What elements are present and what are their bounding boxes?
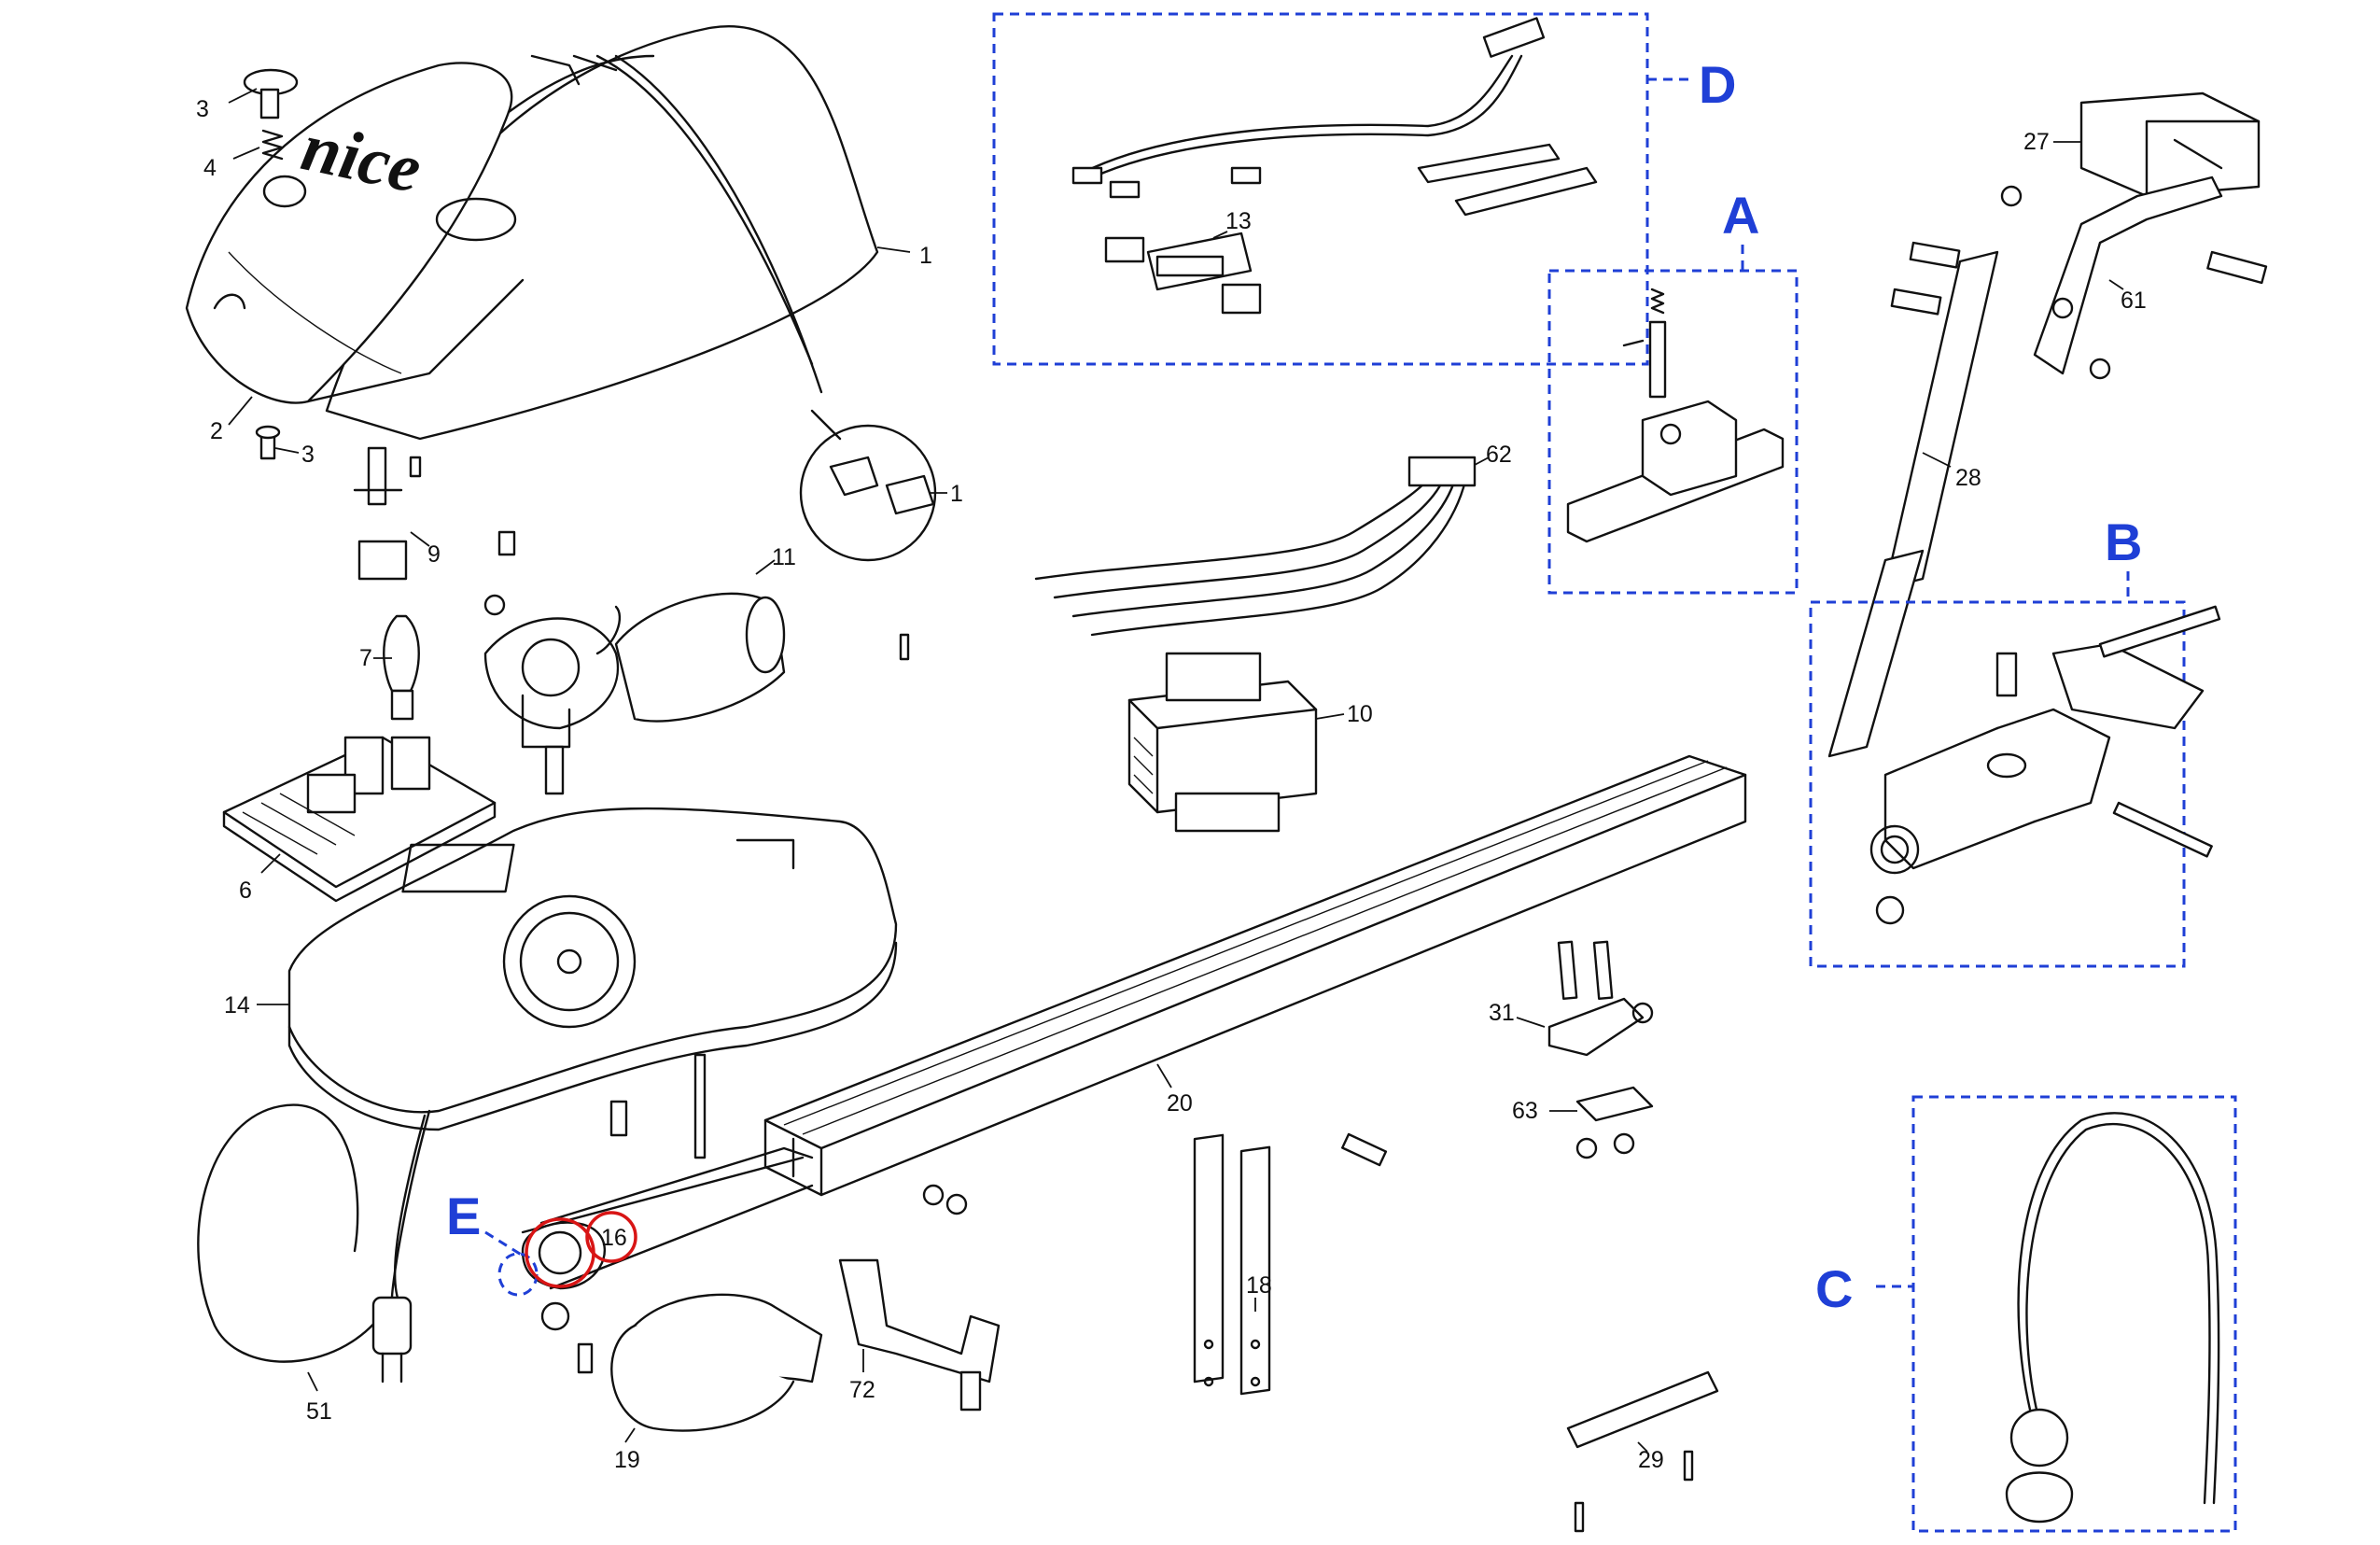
bracket-part-72 xyxy=(838,1258,1001,1412)
sprocket-part-16 xyxy=(521,1146,814,1331)
callout-3-top: 3 xyxy=(196,96,209,122)
callout-11: 11 xyxy=(772,544,796,570)
callout-18: 18 xyxy=(1246,1272,1272,1299)
callout-10: 10 xyxy=(1347,701,1373,727)
callout-3-bottom: 3 xyxy=(301,442,315,468)
group-c-box xyxy=(1911,1095,2237,1533)
callout-4: 4 xyxy=(203,155,217,181)
trolley-assembly xyxy=(1869,605,2221,925)
part-16-highlight xyxy=(585,1211,637,1263)
spring-part-4 xyxy=(261,129,284,161)
callout-9: 9 xyxy=(427,541,441,568)
group-d-letter: D xyxy=(1699,55,1736,114)
arm-part-61 xyxy=(2033,176,2223,375)
control-board-part-6 xyxy=(222,736,497,903)
knob-part-3 xyxy=(243,68,299,119)
bracket-part-31 xyxy=(1547,940,1654,1057)
callout-2: 2 xyxy=(210,418,223,444)
group-d-box xyxy=(992,12,1649,366)
bracket-part-27 xyxy=(2079,91,2261,198)
group-b-letter: B xyxy=(2105,513,2142,571)
release-cord xyxy=(2005,1112,2220,1524)
chain-guard-part-19 xyxy=(577,1293,823,1432)
callout-16: 16 xyxy=(601,1225,627,1251)
cable-part-62 xyxy=(1034,456,1477,637)
release-mechanism xyxy=(1566,288,1785,543)
arm-fasteners xyxy=(1890,185,2268,380)
plate-part-63 xyxy=(1575,1086,1654,1159)
callout-6: 6 xyxy=(239,878,252,904)
sprocket-highlight xyxy=(525,1217,595,1288)
callout-29: 29 xyxy=(1638,1447,1664,1473)
callout-31: 31 xyxy=(1489,1000,1515,1026)
group-a-letter: A xyxy=(1722,186,1759,245)
wiring-harness xyxy=(1071,17,1598,217)
callout-28: 28 xyxy=(1955,465,1981,491)
group-b-box xyxy=(1809,600,2186,968)
callout-61: 61 xyxy=(2121,288,2147,314)
callout-labels: 3 4 1 2 3 9 1 7 6 11 14 13 62 10 27 61 2… xyxy=(196,88,2147,1473)
callout-62: 62 xyxy=(1486,442,1512,468)
detail-circle xyxy=(799,409,937,562)
group-c-letter: C xyxy=(1815,1259,1853,1318)
callout-1-detail: 1 xyxy=(950,481,963,507)
rail-part-20 xyxy=(763,754,1747,1197)
callout-1-cover: 1 xyxy=(919,243,932,269)
motor-cover: nice xyxy=(185,25,879,441)
switch-bracket xyxy=(353,446,422,581)
uprights-part-18 xyxy=(1193,1133,1271,1396)
callout-14: 14 xyxy=(224,992,250,1018)
callout-7: 7 xyxy=(359,645,372,671)
handle-part-29 xyxy=(1566,1370,1719,1533)
lamp-part-7 xyxy=(383,614,420,721)
gear-motor-part-11 xyxy=(483,592,786,795)
callout-51: 51 xyxy=(306,1398,332,1425)
fasteners xyxy=(483,530,1388,1215)
base-plate-part-14 xyxy=(287,807,898,1131)
arm-part-28 xyxy=(1827,250,1999,758)
screw-part-3 xyxy=(255,425,281,460)
group-e-letter: E xyxy=(446,1187,481,1245)
callout-72: 72 xyxy=(849,1377,875,1403)
callout-63: 63 xyxy=(1512,1098,1538,1124)
callout-13: 13 xyxy=(1225,208,1252,234)
power-cord-part-51 xyxy=(197,1103,431,1383)
callout-20: 20 xyxy=(1167,1090,1193,1117)
callout-19: 19 xyxy=(614,1447,640,1473)
limit-switch-part-13 xyxy=(1104,232,1262,315)
transformer-part-10 xyxy=(1127,652,1318,833)
callout-27: 27 xyxy=(2023,129,2050,155)
